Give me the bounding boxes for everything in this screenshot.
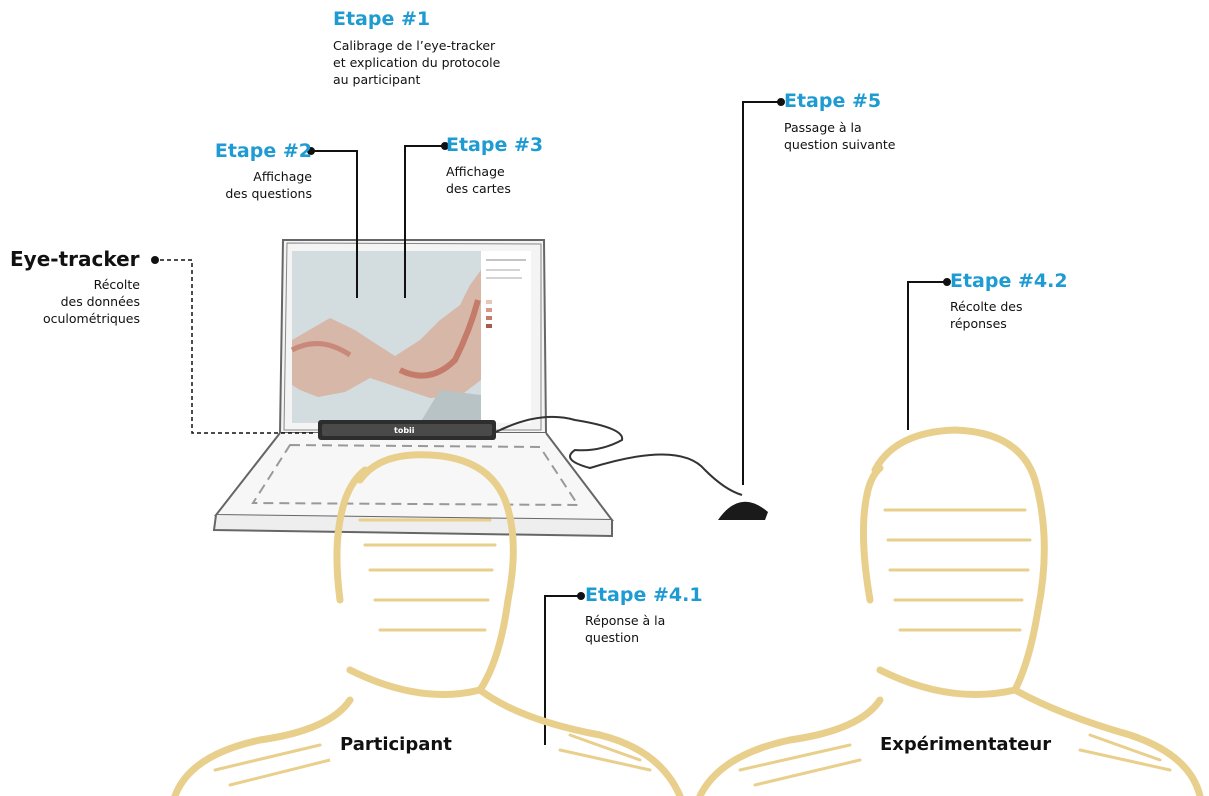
eyetracker-title: Eye-tracker <box>10 247 140 271</box>
eye-tracker-device <box>318 420 496 440</box>
step5-line2: question suivante <box>784 137 896 152</box>
step2-line2: des questions <box>225 186 312 201</box>
step2-description: Affichage des questions <box>180 168 312 202</box>
step42-line1: Récolte des <box>950 299 1023 314</box>
screen-map <box>290 251 531 423</box>
step41-line1: Réponse à la <box>585 613 666 628</box>
step1-description: Calibrage de l’eye-tracker et explicatio… <box>333 37 500 88</box>
step3-description: Affichage des cartes <box>446 163 511 197</box>
step2-line1: Affichage <box>253 169 312 184</box>
step5-title: Etape #5 <box>784 90 882 112</box>
experimenter-sketch <box>696 426 1204 796</box>
step1-line1: Calibrage de l’eye-tracker <box>333 38 496 53</box>
step41-title: Etape #4.1 <box>585 584 703 606</box>
step1-line2: et explication du protocole <box>333 55 501 70</box>
mouse <box>495 415 768 520</box>
step5-description: Passage à la question suivante <box>784 119 895 153</box>
step1-title: Etape #1 <box>333 8 431 30</box>
step3-line1: Affichage <box>446 164 505 179</box>
step42-line2: réponses <box>950 316 1007 331</box>
step42-description: Récolte des réponses <box>950 298 1023 332</box>
step5-line1: Passage à la <box>784 120 862 135</box>
step1-line3: au participant <box>333 72 421 87</box>
step42-title: Etape #4.2 <box>950 270 1068 292</box>
eyetracker-line3: oculométriques <box>42 311 140 326</box>
step2-title: Etape #2 <box>214 140 312 162</box>
step3-title: Etape #3 <box>446 134 544 156</box>
participant-sketch <box>171 451 684 796</box>
participant-label: Participant <box>330 728 462 761</box>
tobii-logo: tobii <box>394 426 415 435</box>
eyetracker-line2: des données <box>60 294 140 309</box>
experimenter-label: Expérimentateur <box>870 728 1062 761</box>
eyetracker-description: Récolte des données oculométriques <box>10 276 140 327</box>
step41-line2: question <box>585 630 640 645</box>
eyetracker-line1: Récolte <box>93 277 140 292</box>
step3-line2: des cartes <box>446 181 511 196</box>
pointer-lines <box>151 98 951 745</box>
step41-description: Réponse à la question <box>585 612 665 646</box>
